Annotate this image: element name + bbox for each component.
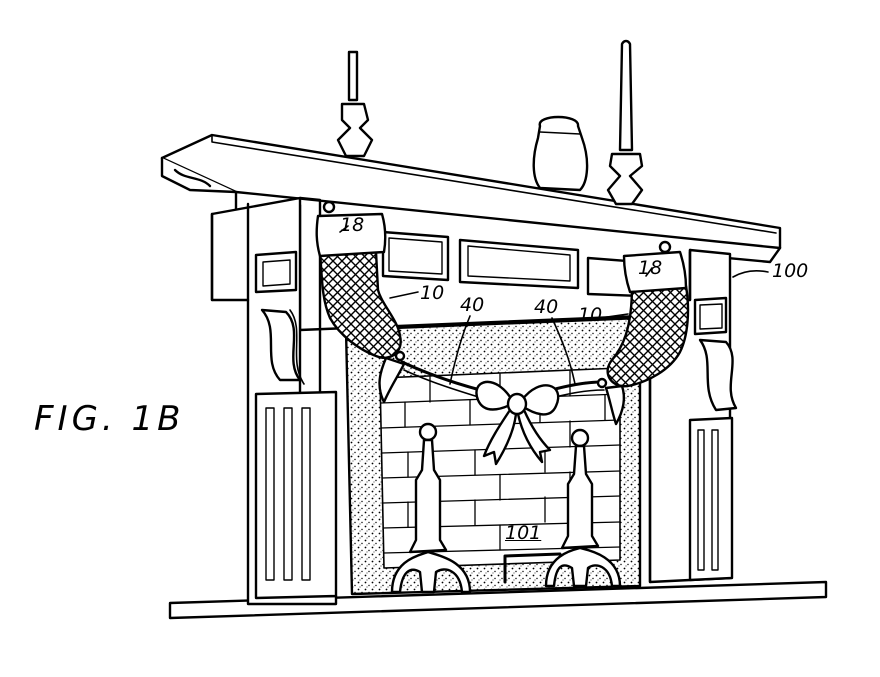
- ref-label-firebox: 101: [505, 522, 542, 544]
- right-andiron: [544, 428, 622, 588]
- figure-title: FIG. 1B: [34, 399, 185, 439]
- leader-40-left: [449, 315, 471, 385]
- left-stocking-cuff: [315, 212, 387, 258]
- ref-label-cuff-right: 18: [638, 257, 663, 279]
- ref-label-mantel: 100: [772, 260, 809, 282]
- mantel-cornice: [160, 133, 782, 264]
- right-stocking: [596, 240, 690, 426]
- left-pilaster: [210, 196, 338, 606]
- right-stocking-cuff: [622, 250, 688, 294]
- right-hanger-ring: [658, 240, 672, 254]
- leader-18-left: [339, 225, 349, 233]
- left-hanger-ring: [322, 200, 336, 214]
- left-toe-flap: [378, 356, 406, 404]
- ref-label-garland-right: 40: [534, 296, 559, 318]
- grate: [503, 552, 562, 584]
- leader-40-right: [551, 317, 576, 385]
- bow: [475, 380, 560, 466]
- left-stocking: [315, 200, 406, 404]
- right-candlestick: [606, 39, 644, 206]
- leader-10-right: [599, 313, 629, 319]
- ref-label-stocking-right: 10: [578, 304, 603, 326]
- ref-label-cuff-left: 18: [340, 214, 365, 236]
- left-andiron: [390, 422, 472, 594]
- ref-label-garland-left: 40: [460, 294, 485, 316]
- leader-10-left: [389, 291, 419, 299]
- left-square-block: [254, 250, 298, 294]
- hearth: [168, 580, 828, 620]
- right-square-block: [693, 296, 728, 336]
- leader-18-right: [645, 267, 653, 277]
- ref-label-stocking-left: 10: [420, 282, 445, 304]
- vase: [532, 115, 589, 192]
- left-candlestick: [336, 50, 374, 158]
- right-toe-flap: [604, 384, 626, 426]
- leader-lines: [339, 225, 769, 385]
- leader-100: [732, 270, 769, 278]
